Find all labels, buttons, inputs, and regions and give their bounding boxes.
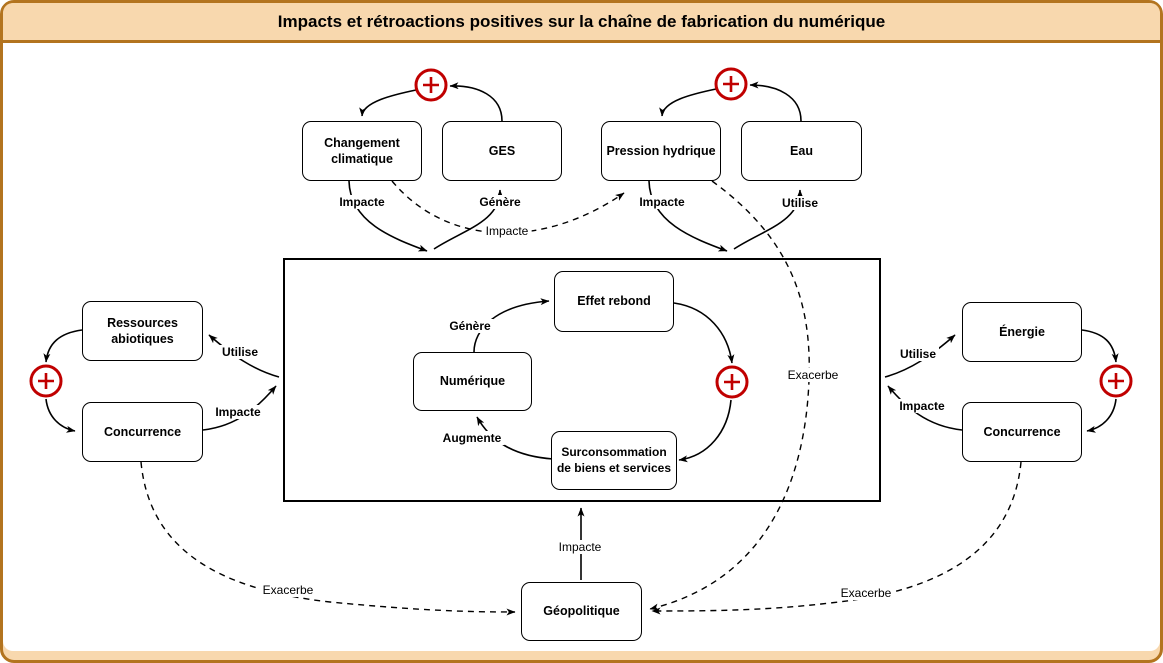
- edge-label-utilise: Utilise: [218, 345, 262, 359]
- edge-label-impacte: Impacte: [212, 405, 264, 419]
- edge-label-impacte: Impacte: [336, 195, 388, 209]
- edge-label-impacte-dashed: Impacte: [482, 224, 532, 238]
- edge-centre-utilise-ressources: [208, 334, 280, 378]
- edge-pression-impacte-centre: [648, 180, 728, 252]
- edge-eau-to-plus: [749, 81, 802, 122]
- edge-concurrence-impacte-centre-right: [887, 385, 963, 431]
- edge-surconsommation-augmente-numerique: [476, 416, 554, 460]
- node-eau: Eau: [741, 121, 862, 181]
- edge-plus-to-concurrence-right: [1086, 398, 1117, 433]
- edge-label-impacte-geo: Impacte: [555, 540, 605, 554]
- node-energie: Énergie: [962, 302, 1082, 362]
- edge-ges-to-plus: [449, 82, 503, 122]
- edge-ressources-to-plus: [43, 329, 83, 363]
- edge-changement-impacte-centre: [348, 180, 428, 252]
- edge-label-impacte: Impacte: [636, 195, 688, 209]
- edge-concurrence-right-exacerbe-geopolitique-dashed: [651, 461, 1022, 615]
- node-numerique: Numérique: [413, 352, 532, 411]
- plus-feedback-icon: [714, 67, 748, 101]
- edge-label-exacerbe: Exacerbe: [784, 368, 842, 382]
- plus-feedback-icon: [29, 364, 63, 398]
- edge-plus-to-concurrence-left: [45, 398, 76, 433]
- edge-effet-to-plus: [673, 302, 735, 364]
- edge-centre-utilise-energie: [884, 334, 956, 378]
- edge-plus-to-pression: [659, 88, 717, 117]
- edge-label-utilise: Utilise: [778, 196, 822, 210]
- edge-energie-to-plus: [1081, 329, 1119, 363]
- node-ressources-abiotiques: Ressources abiotiques: [82, 301, 203, 361]
- plus-feedback-icon: [715, 365, 749, 399]
- node-concurrence-left: Concurrence: [82, 402, 203, 462]
- edge-pression-exacerbe-geopolitique-dashed: [649, 180, 810, 611]
- edge-label-genere: Génère: [476, 195, 524, 209]
- edge-plus-to-surconsommation: [678, 399, 732, 463]
- node-surconsommation: Surconsommation de biens et services: [551, 431, 677, 490]
- page-title: Impacts et rétroactions positives sur la…: [277, 11, 886, 31]
- edge-label-utilise: Utilise: [896, 347, 940, 361]
- plus-feedback-icon: [1099, 364, 1133, 398]
- edge-label-exacerbe: Exacerbe: [837, 586, 895, 600]
- node-ges: GES: [442, 121, 562, 181]
- node-pression-hydrique: Pression hydrique: [601, 121, 721, 181]
- plus-feedback-icon: [414, 68, 448, 102]
- node-geopolitique: Géopolitique: [521, 582, 642, 641]
- edge-concurrence-left-exacerbe-geopolitique-dashed: [140, 461, 516, 616]
- node-changement-climatique: Changement climatique: [302, 121, 422, 181]
- edge-plus-to-changement: [359, 89, 417, 117]
- central-system-box: [283, 258, 881, 502]
- edge-label-impacte: Impacte: [896, 399, 948, 413]
- title-bar: Impacts et rétroactions positives sur la…: [3, 3, 1160, 43]
- node-effet-rebond: Effet rebond: [554, 271, 674, 332]
- edge-label-augmente: Augmente: [439, 431, 505, 445]
- edge-label-genere: Génère: [446, 319, 494, 333]
- node-concurrence-right: Concurrence: [962, 402, 1082, 462]
- edge-label-exacerbe: Exacerbe: [259, 583, 317, 597]
